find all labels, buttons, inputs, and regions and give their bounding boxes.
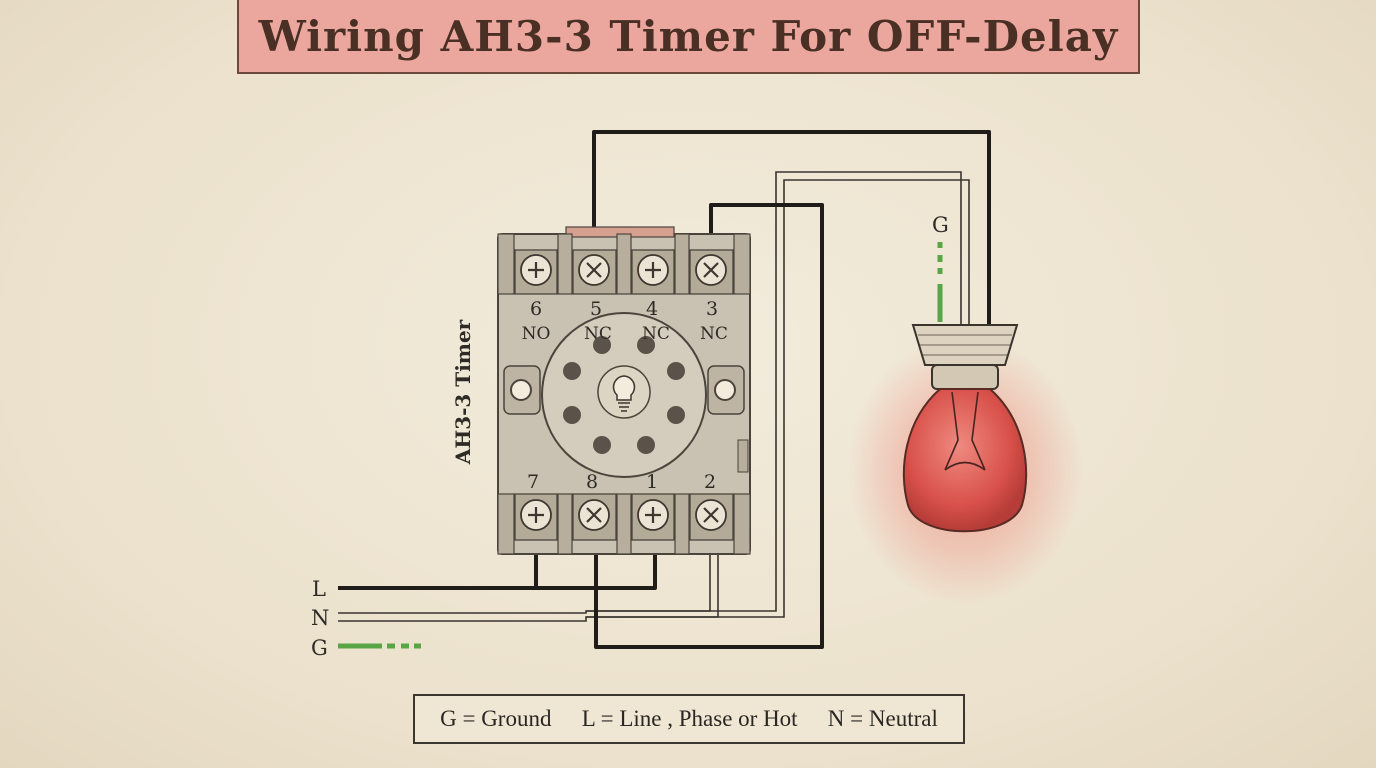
ground-label: G: [311, 636, 328, 660]
top-screws: [514, 249, 734, 295]
lamp-ground-label: G: [932, 213, 949, 237]
wire-8-to-3: [594, 203, 824, 649]
line-label: L: [312, 577, 326, 601]
terminal-4-screw[interactable]: [631, 249, 675, 295]
terminal-1-number: 1: [646, 471, 658, 493]
terminal-3-number: 3: [706, 298, 718, 320]
terminal-8-screw[interactable]: [572, 493, 617, 541]
neutral-wire: [338, 171, 970, 622]
legend-neutral: N = Neutral: [827, 706, 938, 731]
terminal-5-type: NC: [584, 324, 612, 344]
legend-line: L = Line , Phase or Hot: [581, 706, 798, 731]
terminal-4-type: NC: [642, 324, 670, 344]
page-title: Wiring AH3-3 Timer For OFF-Delay: [258, 11, 1119, 61]
terminal-7-screw[interactable]: [514, 493, 558, 541]
wire-5-to-lamp: [592, 130, 991, 325]
terminal-3-type: NC: [700, 324, 728, 344]
terminal-4-number: 4: [646, 298, 658, 320]
terminal-2-screw[interactable]: [689, 493, 734, 541]
timer-name: AH3-3 Timer: [451, 319, 475, 465]
lamp: [847, 324, 1083, 605]
terminal-1-screw[interactable]: [631, 493, 675, 541]
terminal-5-number: 5: [590, 298, 602, 320]
title-banner: Wiring AH3-3 Timer For OFF-Delay: [237, 0, 1140, 74]
terminal-2-number: 2: [704, 471, 716, 493]
neutral-label: N: [311, 606, 329, 630]
bottom-screws: [514, 493, 734, 541]
lightbulb-icon: [597, 365, 651, 419]
terminal-6-number: 6: [530, 298, 542, 320]
terminal-6-type: NO: [522, 324, 551, 344]
terminal-7-number: 7: [527, 471, 539, 493]
terminal-3-screw[interactable]: [689, 249, 734, 295]
terminal-6-screw[interactable]: [514, 249, 558, 295]
legend-ground: G = Ground: [440, 706, 552, 731]
legend-box: G = Ground L = Line , Phase or Hot N = N…: [413, 694, 965, 744]
terminal-5-screw[interactable]: [572, 249, 617, 295]
terminal-8-number: 8: [586, 471, 598, 493]
